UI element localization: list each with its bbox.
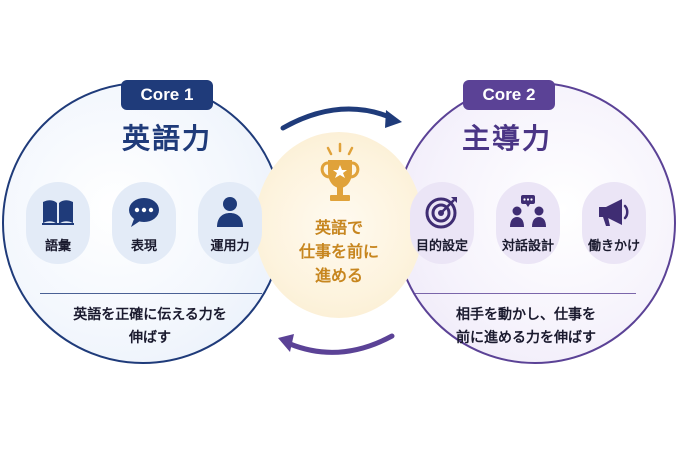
core2-divider: [414, 293, 636, 294]
bottom-arrow: [287, 333, 395, 355]
trophy-icon: [320, 142, 360, 201]
core2-description-line1: 相手を動かし、仕事を: [456, 307, 596, 323]
core2-badge: Core 2: [463, 80, 555, 110]
target-icon: [425, 197, 457, 229]
book-icon: [42, 200, 74, 225]
core2-skill-dialogue-design: 対話設計: [496, 182, 560, 264]
bottom-arrow-head: [278, 334, 294, 352]
skill-label: 運用力: [210, 239, 250, 254]
core2-description-line2: 前に進める力を伸ばす: [456, 330, 596, 346]
core1-title: 英語力: [121, 122, 212, 155]
core2-title: 主導力: [461, 122, 552, 155]
center-line1: 英語で: [314, 218, 363, 237]
speech-bubble-icon: [129, 198, 159, 227]
core2-description: 相手を動かし、仕事を 前に進める力を伸ばす: [420, 304, 632, 350]
skill-label: 働きかけ: [587, 239, 640, 254]
person-icon: [217, 197, 243, 227]
top-arrow-head: [385, 110, 402, 128]
skill-label: 語彙: [44, 239, 71, 254]
core1-description-line1: 英語を正確に伝える力を: [73, 307, 227, 323]
skill-label: 対話設計: [501, 239, 554, 254]
skill-label: 表現: [130, 239, 157, 254]
megaphone-icon: [599, 199, 629, 226]
core1-badge: Core 1: [121, 80, 213, 110]
core1-skill-expression: 表現: [112, 182, 176, 264]
center-message: 英語で 仕事を前に 進める: [272, 216, 406, 288]
center-line3: 進める: [314, 266, 363, 285]
center-line2: 仕事を前に: [298, 242, 379, 261]
core1-description-line2: 伸ばす: [129, 330, 171, 346]
core1-divider: [40, 293, 262, 294]
group-talk-icon: [510, 195, 546, 227]
core1-skill-vocabulary: 語彙: [26, 182, 90, 264]
core2-skill-influence: 働きかけ: [582, 182, 646, 264]
core1-skill-usage: 運用力: [198, 182, 262, 264]
core2-skill-goal-setting: 目的設定: [410, 182, 474, 264]
skill-label: 目的設定: [415, 239, 468, 254]
top-arrow: [280, 106, 395, 131]
core1-description: 英語を正確に伝える力を 伸ばす: [50, 304, 250, 350]
